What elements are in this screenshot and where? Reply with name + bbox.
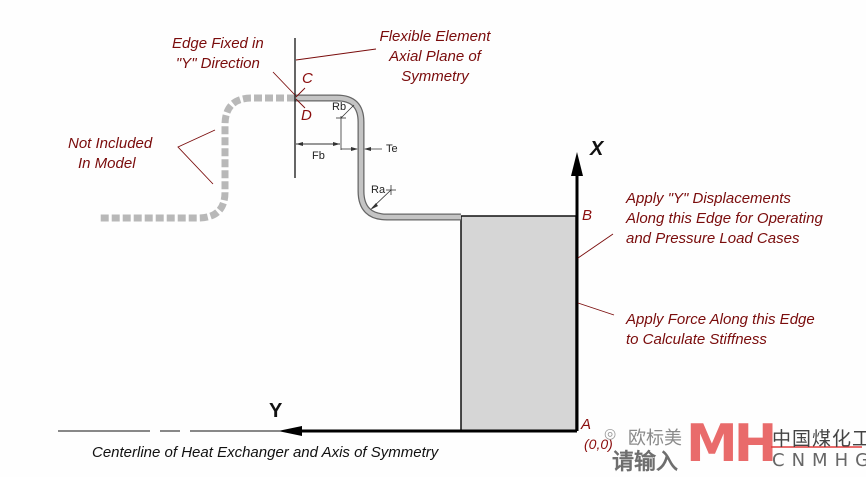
- apply-displacements-label: Apply "Y" Displacements Along this Edge …: [626, 190, 823, 247]
- apply-force-label: Apply Force Along this Edge to Calculate…: [626, 311, 815, 348]
- point-b-label: B: [582, 207, 593, 224]
- y-axis-label: Y: [269, 400, 283, 422]
- y-axis-arrow: [278, 426, 302, 436]
- fb-label: Fb: [312, 150, 325, 162]
- wechat-icon: ◎: [604, 426, 617, 442]
- not-included-label: Not Included In Model: [68, 135, 153, 172]
- ra-label: Ra: [371, 184, 386, 196]
- flexible-element: [295, 95, 461, 220]
- flexible-element-label: Flexible Element Axial Plane of Symmetry: [379, 28, 491, 85]
- point-a-label: A: [581, 416, 592, 433]
- tubesheet-block: [460, 215, 577, 432]
- x-axis-arrow: [571, 152, 583, 176]
- watermark-logo-cn: 中国煤化工: [772, 428, 866, 450]
- point-a-coordinates: (0,0): [584, 436, 613, 452]
- centerline-caption: Centerline of Heat Exchanger and Axis of…: [92, 444, 439, 461]
- te-label: Te: [386, 143, 398, 155]
- watermark-input-prompt: 请输入: [612, 450, 679, 475]
- leader-force: [577, 302, 615, 316]
- rb-radius-line: [340, 104, 355, 119]
- watermark-logo-en: CNMHG: [772, 450, 866, 471]
- watermark-logo-mark: MH: [686, 414, 777, 474]
- leader-c-d: [295, 87, 306, 109]
- leader-edge-fixed: [272, 71, 296, 96]
- watermark-wechat-name: 欧标美: [628, 428, 682, 449]
- rb-label: Rb: [332, 101, 347, 113]
- leader-not-included: [177, 129, 216, 185]
- point-c-label: C: [302, 70, 313, 87]
- edge-fixed-label: Edge Fixed in "Y" Direction: [172, 35, 264, 72]
- leader-displacements: [577, 233, 614, 259]
- point-d-label: D: [301, 107, 312, 124]
- leader-flexible: [295, 48, 377, 61]
- x-axis-label: X: [590, 138, 604, 160]
